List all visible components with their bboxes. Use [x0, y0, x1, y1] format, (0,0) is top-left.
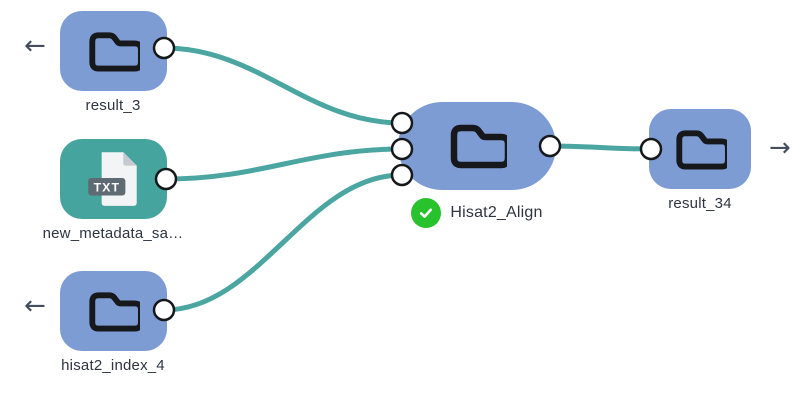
node-hisat2-align-label: Hisat2_Align — [450, 204, 543, 221]
port-result3-output[interactable] — [152, 36, 176, 60]
node-hisat2-index-4-label: hisat2_index_4 — [61, 357, 165, 374]
edge-hisat2align-to-result34[interactable] — [547, 143, 654, 152]
port-hisat2align-input-2[interactable] — [390, 137, 414, 161]
success-status-badge — [411, 198, 442, 228]
tool-caption: Hisat2_Align — [411, 198, 542, 228]
port-hisat2align-input-1[interactable] — [390, 111, 414, 135]
node-new-metadata[interactable]: TXT new_metadata_sa… — [28, 139, 198, 242]
edge-hisat2index-to-hisat2align[interactable] — [161, 172, 405, 313]
port-hisat2align-input-3[interactable] — [390, 163, 414, 187]
txt-badge — [88, 177, 126, 196]
txt-file-icon: TXT — [88, 152, 137, 206]
node-result-34-label: result_34 — [668, 195, 732, 212]
node-result-3[interactable]: result_3 — [28, 11, 198, 114]
node-result-3-label: result_3 — [85, 97, 141, 114]
workflow-output-arrow: → — [769, 133, 791, 163]
folder-icon — [89, 31, 140, 72]
port-metadata-output[interactable] — [154, 167, 178, 191]
edge-metadata-to-hisat2align[interactable] — [163, 146, 405, 182]
node-hisat2-align-box[interactable] — [398, 102, 556, 190]
node-result-34-box[interactable] — [649, 109, 751, 189]
port-result34-input[interactable] — [639, 137, 663, 161]
txt-badge-label: TXT — [94, 180, 120, 194]
node-new-metadata-box[interactable]: TXT — [59, 139, 167, 219]
workflow-input-arrow-top: ← — [24, 31, 46, 61]
folder-icon — [450, 124, 507, 169]
node-hisat2-align[interactable]: Hisat2_Align — [377, 102, 577, 228]
check-icon — [420, 208, 433, 218]
node-new-metadata-label: new_metadata_sa… — [42, 225, 184, 242]
edge-result3-to-hisat2align[interactable] — [161, 45, 405, 126]
folder-icon — [89, 291, 140, 332]
node-result-34[interactable]: result_34 — [615, 109, 785, 212]
txt-page-fold — [123, 152, 137, 166]
folder-icon — [676, 129, 727, 170]
port-hisat2index-output[interactable] — [152, 298, 176, 322]
workflow-input-arrow-bottom: ← — [24, 291, 46, 321]
node-result-3-box[interactable] — [59, 11, 167, 91]
port-hisat2align-output[interactable] — [538, 134, 562, 158]
node-hisat2-index-4[interactable]: hisat2_index_4 — [28, 271, 198, 374]
node-hisat2-index-4-box[interactable] — [59, 271, 167, 351]
